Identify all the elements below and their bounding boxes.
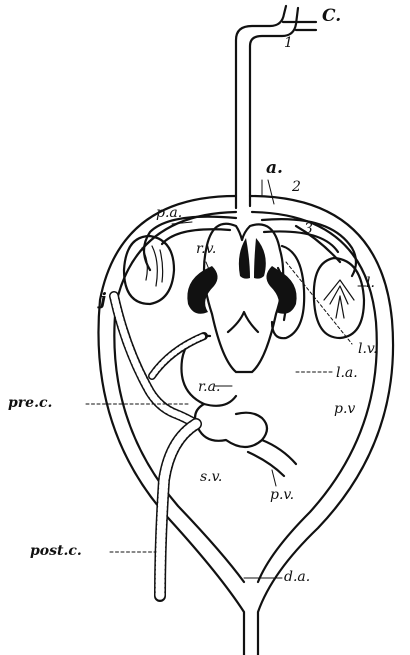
- systemic-arch-inner: [114, 212, 244, 582]
- label-2: 2: [292, 180, 301, 194]
- pulmonary-vein-bottom-2: [248, 452, 284, 476]
- label-c: C.: [322, 8, 341, 25]
- aortic-valve-left: [239, 238, 250, 279]
- pulmonary-vein-bottom: [262, 440, 296, 464]
- sinus-venosus: [195, 404, 267, 447]
- lung-right: [314, 258, 364, 338]
- label-da: d.a.: [284, 570, 310, 584]
- label-pre-c: pre.c.: [8, 396, 52, 410]
- jugular-vein: [114, 296, 196, 424]
- label-la: l.a.: [336, 366, 358, 380]
- label-3: 3: [304, 222, 313, 236]
- systemic-arch-outer: [98, 196, 244, 655]
- label-post-c: post.c.: [30, 544, 82, 558]
- label-lv: l.v.: [358, 342, 378, 356]
- label-ra: r.a.: [198, 380, 220, 394]
- aortic-valve-right: [254, 238, 266, 279]
- label-sv: s.v.: [200, 470, 222, 484]
- label-pv-bottom: p.v.: [270, 488, 294, 502]
- label-pa: p.a.: [156, 206, 182, 220]
- ventricle-septum-right: [266, 266, 296, 314]
- lung-right-veins: [324, 280, 354, 318]
- valve-line: [228, 312, 258, 332]
- label-j: j: [100, 292, 106, 309]
- label-rv: r.v.: [196, 242, 216, 256]
- label-a: a.: [266, 160, 283, 177]
- label-pv-right: p.v: [334, 402, 355, 416]
- label-1: 1: [284, 36, 293, 50]
- ventricle-septum-left: [187, 266, 217, 314]
- label-l: l.: [366, 276, 375, 290]
